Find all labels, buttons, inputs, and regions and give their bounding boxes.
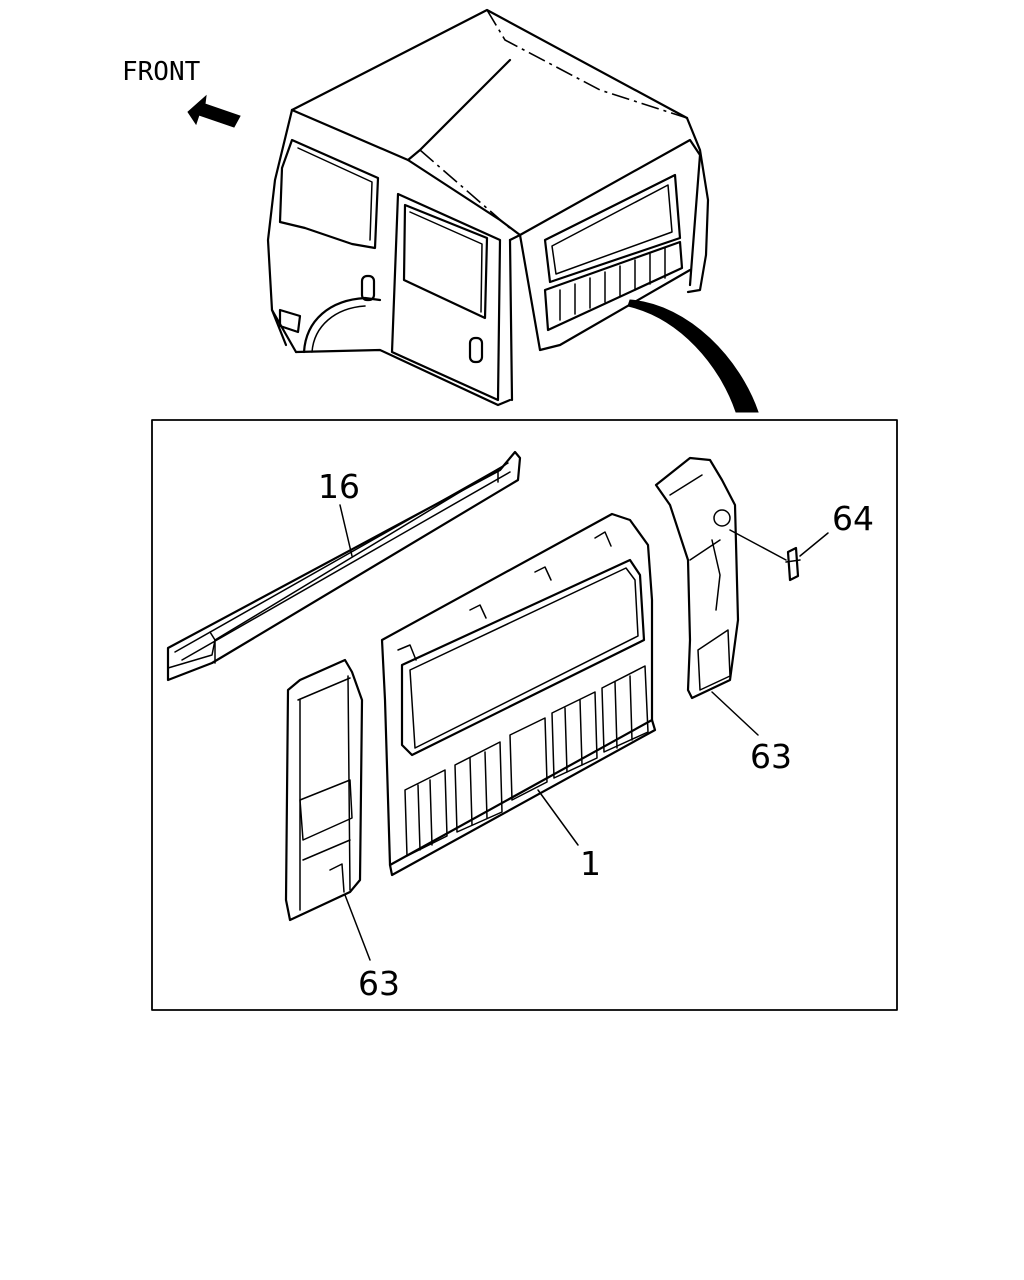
callout-64: 64 (832, 499, 874, 538)
leader-64-part (729, 529, 787, 561)
callout-63-left: 63 (358, 964, 400, 1003)
part-16-roof-rail (166, 450, 522, 682)
leader-lines (339, 504, 829, 961)
zoom-arrow-icon (627, 299, 759, 413)
part-1-rear-panel (380, 512, 657, 877)
callout-16: 16 (318, 467, 360, 506)
leader-64 (799, 532, 829, 557)
leader-1 (537, 789, 579, 846)
part-63-right-pillar (654, 456, 740, 700)
leader-63-right (711, 691, 759, 736)
front-arrow-icon (187, 94, 241, 128)
callout-63-right: 63 (750, 737, 792, 776)
detail-frame (151, 419, 898, 1011)
leader-16 (339, 504, 353, 557)
cab-overview (266, 8, 759, 413)
part-64-bracket (785, 546, 801, 582)
callout-1: 1 (580, 844, 601, 883)
front-label: FRONT (122, 57, 201, 87)
leader-63-left (344, 894, 371, 961)
part-63-left-pillar (284, 658, 364, 922)
front-indicator: FRONT (122, 57, 241, 128)
